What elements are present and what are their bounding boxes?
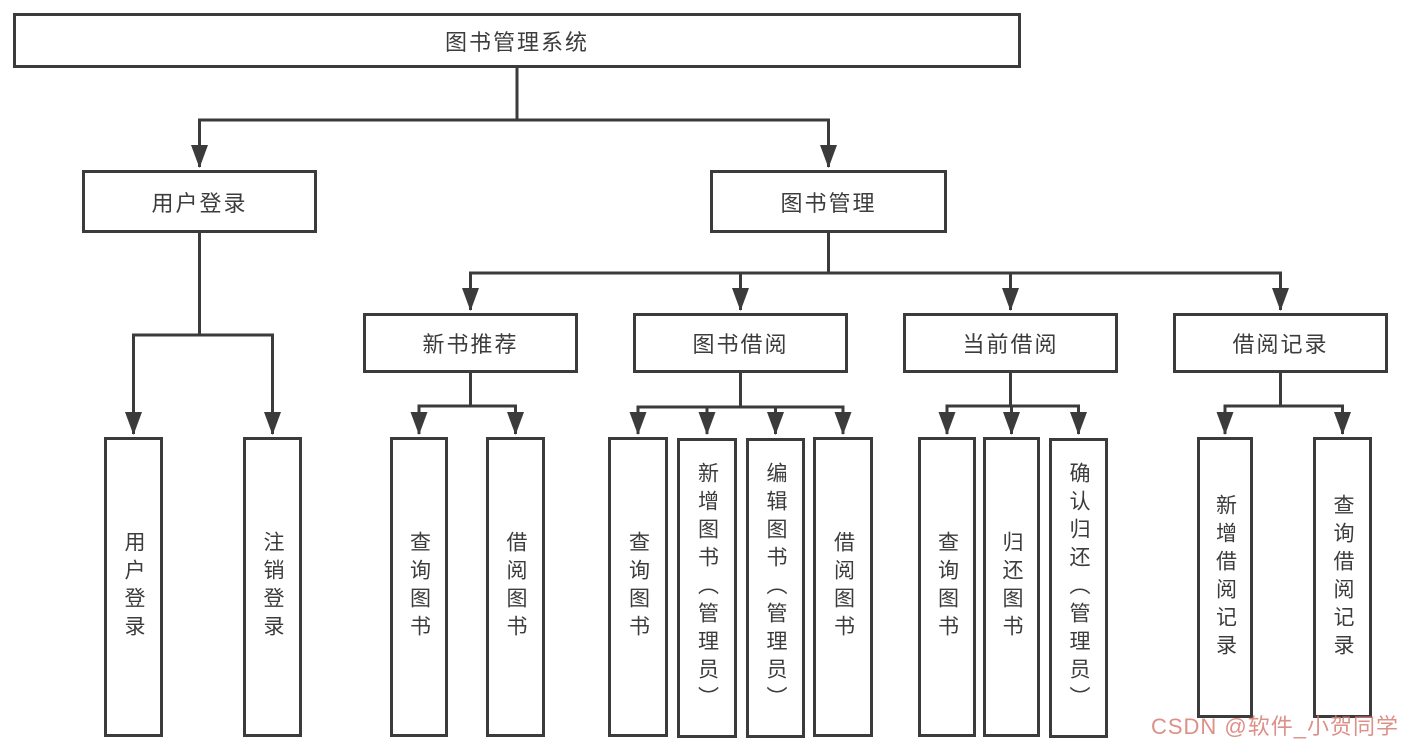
node-root: 图书管理系统 [13, 13, 1021, 68]
leaf-borrow-books-1: 借阅图书 [486, 437, 545, 737]
leaf-return-books-label: 归还图书 [1000, 531, 1023, 643]
leaf-borrow-books-1-label: 借阅图书 [504, 531, 527, 643]
node-book-borrow-label: 图书借阅 [692, 332, 789, 357]
node-book-mgmt-label: 图书管理 [780, 190, 877, 216]
node-book-borrow: 图书借阅 [633, 313, 848, 373]
leaf-query-borrow-record-label: 查询借阅记录 [1331, 493, 1354, 662]
leaf-query-books-3-label: 查询图书 [935, 531, 959, 643]
node-borrow-records-label: 借阅记录 [1232, 332, 1329, 357]
leaf-borrow-books-2: 借阅图书 [813, 437, 873, 737]
leaf-confirm-return-admin: 确认归还（管理员） [1049, 438, 1108, 738]
leaf-query-books-1-label: 查询图书 [407, 531, 431, 643]
connector-new-books [410, 372, 524, 435]
leaf-query-books-3: 查询图书 [918, 437, 976, 737]
leaf-add-books-admin: 新增图书（管理员） [677, 438, 737, 738]
connector-user-login [125, 232, 281, 435]
csdn-watermark: CSDN @软件_小贺同学 [1150, 714, 1399, 739]
connector-borrow-records [1216, 372, 1351, 435]
leaf-edit-books-admin: 编辑图书（管理员） [746, 438, 805, 738]
node-user-login-label: 用户登录 [151, 190, 248, 216]
node-current-borrow: 当前借阅 [903, 313, 1118, 373]
connector-book-mgmt [462, 232, 1289, 311]
node-new-books: 新书推荐 [363, 313, 578, 373]
connector-book-borrow [629, 372, 852, 435]
leaf-query-books-2-label: 查询图书 [626, 531, 650, 643]
node-book-mgmt: 图书管理 [710, 170, 947, 233]
leaf-confirm-return-admin-label: 确认归还（管理员） [1067, 462, 1090, 714]
leaf-query-books-1: 查询图书 [390, 437, 448, 737]
leaf-query-borrow-record: 查询借阅记录 [1313, 437, 1372, 718]
leaf-query-books-2: 查询图书 [608, 437, 668, 737]
leaf-logout: 注销登录 [243, 437, 302, 737]
leaf-logout-label: 注销登录 [261, 531, 284, 643]
leaf-add-books-admin-label: 新增图书（管理员） [695, 462, 719, 714]
leaf-add-borrow-record: 新增借阅记录 [1197, 437, 1253, 718]
leaf-edit-books-admin-label: 编辑图书（管理员） [764, 462, 787, 714]
node-root-label: 图书管理系统 [444, 29, 589, 55]
leaf-user-login-label: 用户登录 [122, 531, 145, 643]
leaf-user-login: 用户登录 [104, 437, 163, 737]
leaf-borrow-books-2-label: 借阅图书 [831, 531, 855, 643]
connector-current-borrow [938, 372, 1087, 435]
leaf-return-books: 归还图书 [983, 437, 1040, 737]
node-current-borrow-label: 当前借阅 [962, 332, 1059, 357]
connector-root [191, 67, 837, 168]
node-borrow-records: 借阅记录 [1173, 313, 1388, 373]
node-new-books-label: 新书推荐 [422, 332, 519, 357]
leaf-add-borrow-record-label: 新增借阅记录 [1213, 493, 1237, 662]
node-user-login: 用户登录 [82, 170, 317, 233]
